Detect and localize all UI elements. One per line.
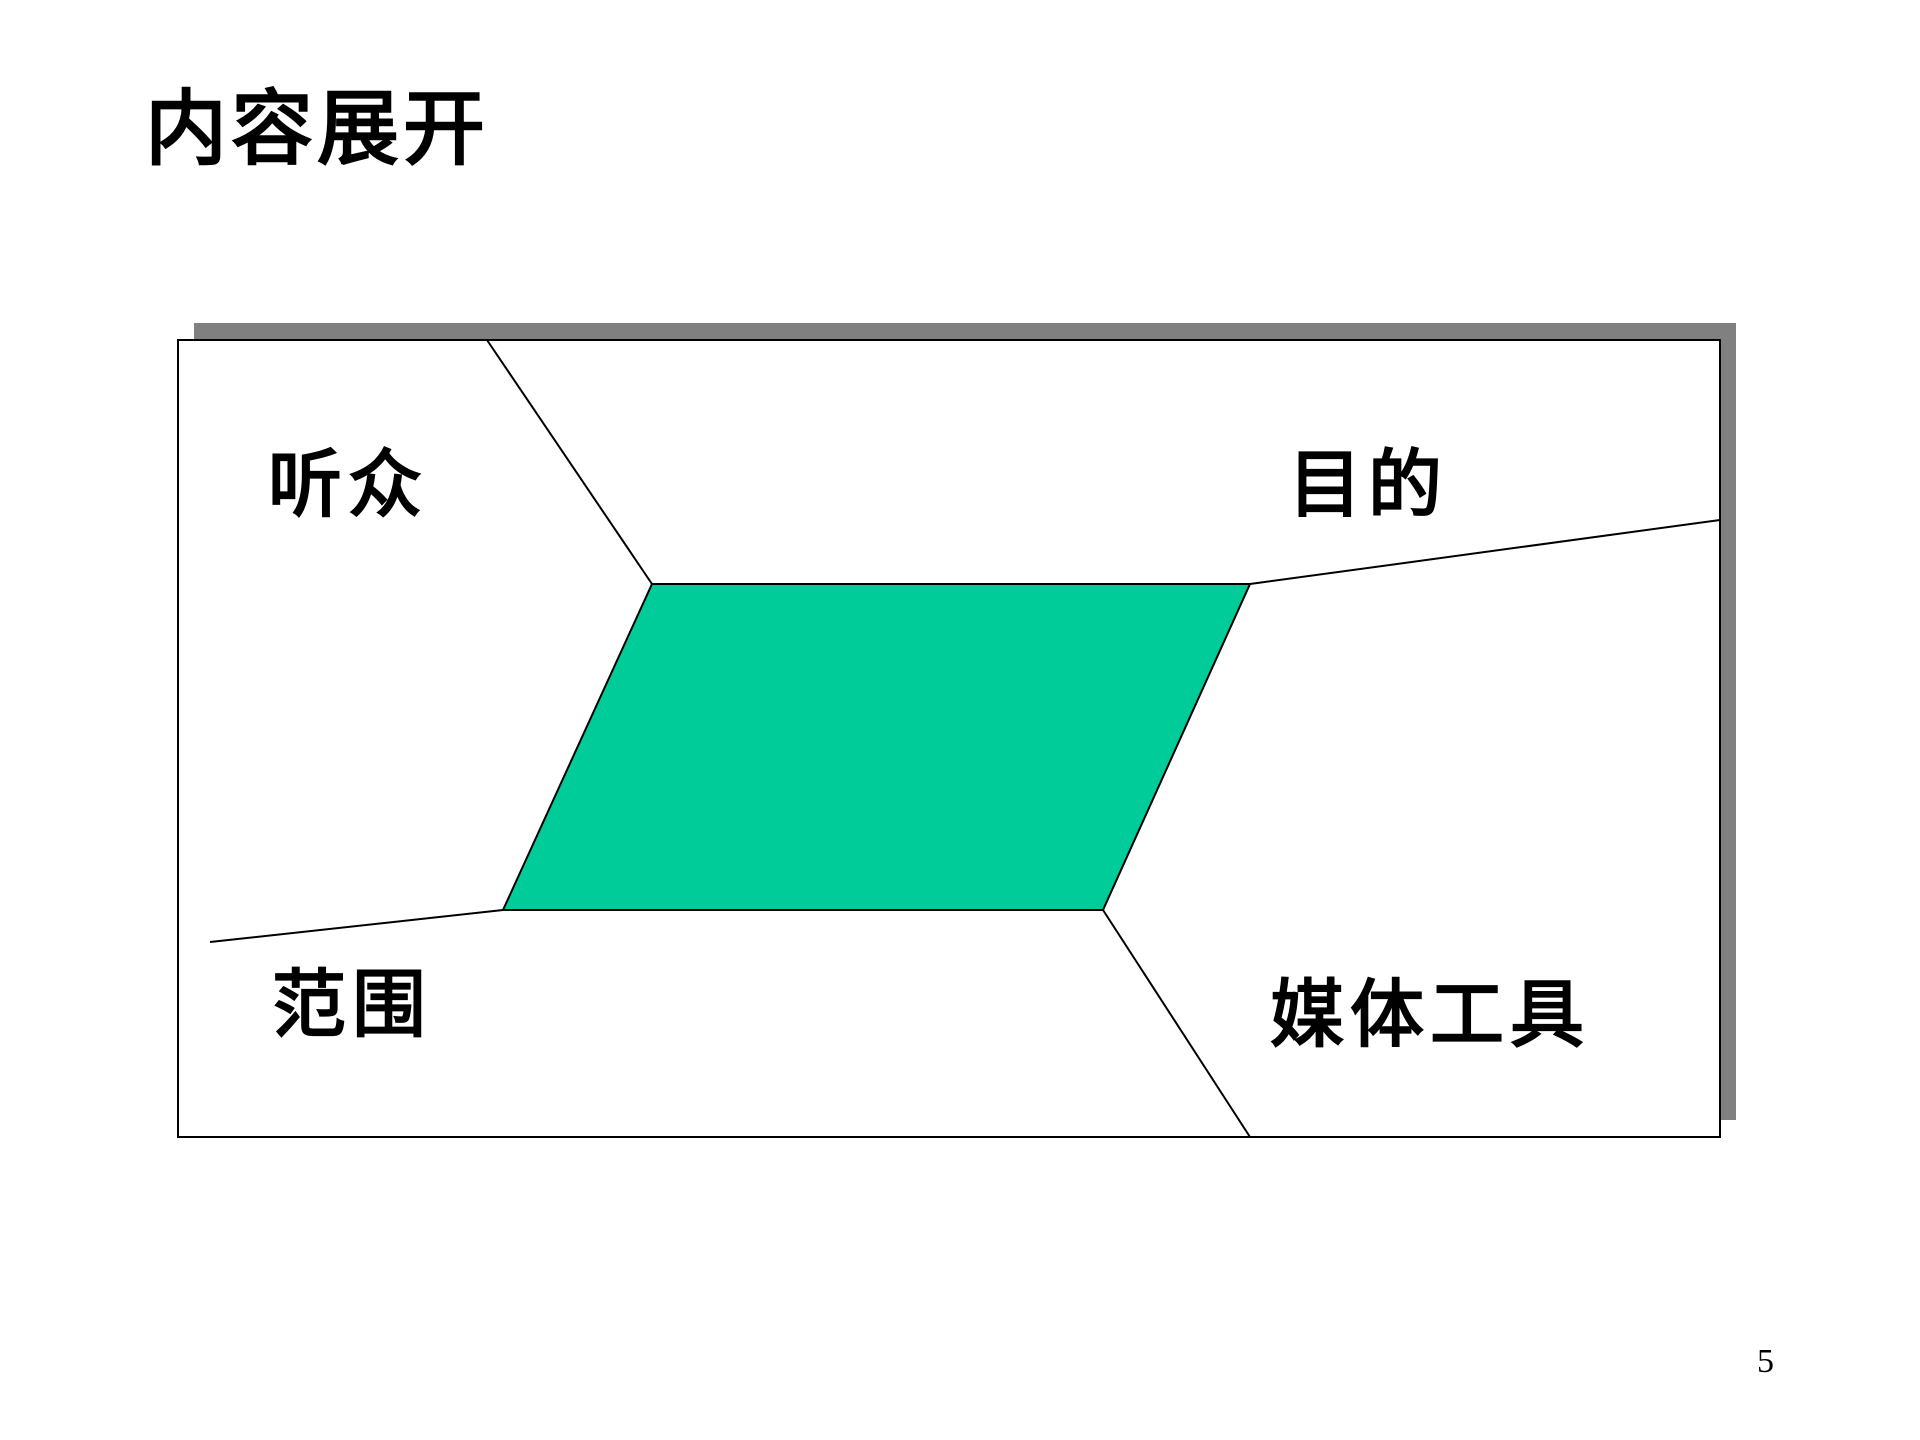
label-audience: 听众 [268, 442, 428, 528]
page-number: 5 [1757, 1343, 1774, 1380]
divider-line-bottom-right [1102, 909, 1251, 1138]
divider-line-top-left [486, 339, 653, 585]
label-purpose: 目的 [1288, 442, 1448, 528]
divider-line-top-right [1249, 519, 1721, 585]
slide-title: 内容展开 [145, 81, 490, 177]
center-parallelogram [501, 583, 1252, 911]
label-scope: 范围 [272, 962, 432, 1048]
divider-line-bottom-left [209, 909, 504, 943]
label-media-tools: 媒体工具 [1270, 972, 1590, 1058]
